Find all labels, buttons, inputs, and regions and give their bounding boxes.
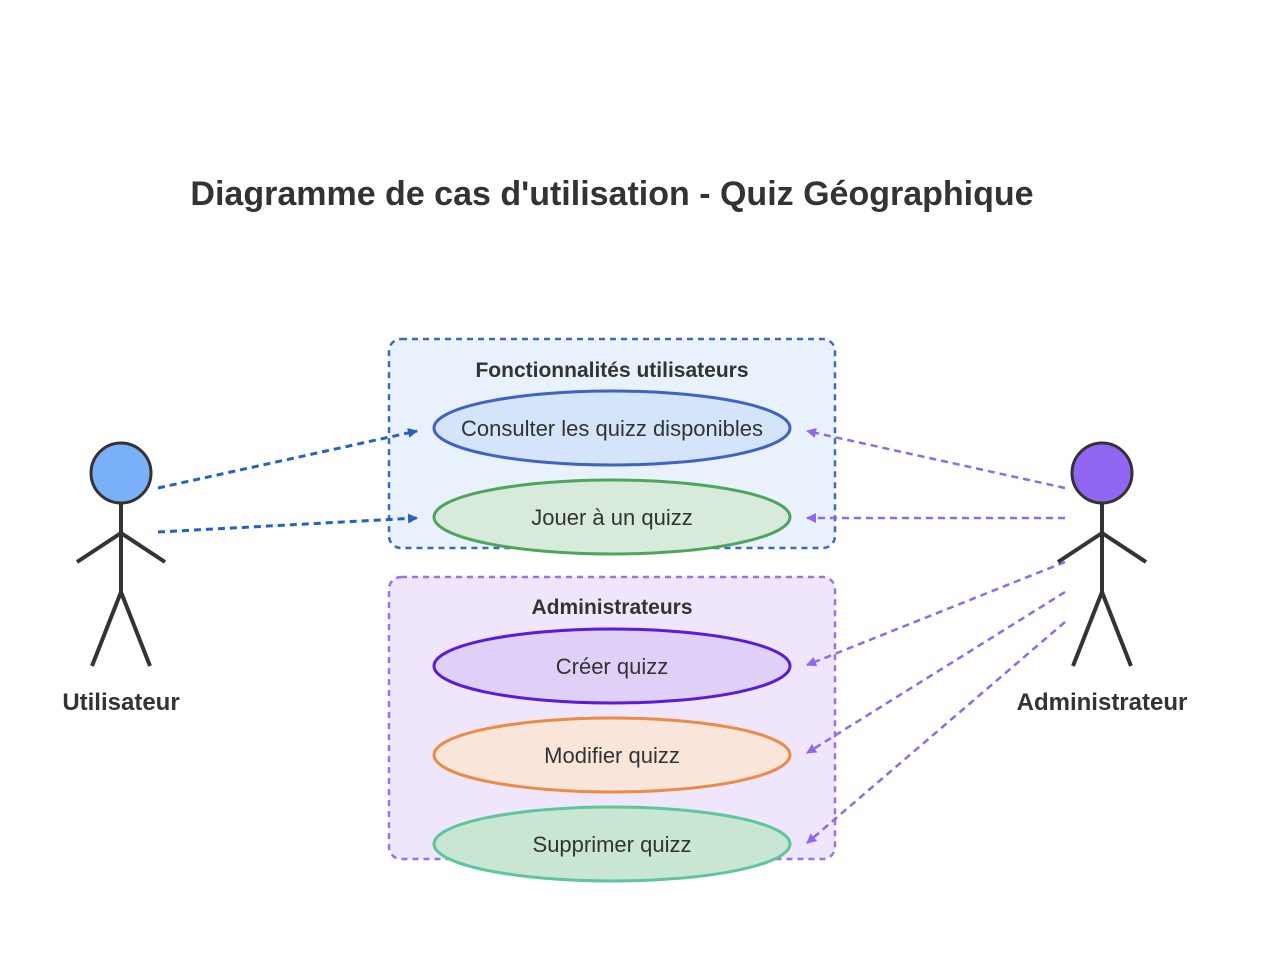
group-administrators-title: Administrateurs: [531, 596, 692, 619]
actor-utilisateur-label: Utilisateur: [62, 689, 179, 716]
link-admin-modifier: [806, 590, 1066, 755]
actor-administrateur-leg-left: [1071, 591, 1104, 667]
use-case-modifier-label: Modifier quizz: [544, 743, 680, 768]
use-case-jouer-label: Jouer à un quizz: [531, 505, 692, 530]
actor-utilisateur-leg-right: [119, 591, 152, 667]
use-case-supprimer-shape: [432, 805, 792, 883]
link-admin-creer: [806, 560, 1066, 667]
use-case-jouer-shape: [432, 478, 792, 556]
actor-utilisateur[interactable]: Utilisateur: [62, 441, 180, 716]
use-case-creer[interactable]: Créer quizz: [432, 627, 792, 705]
use-case-creer-label: Créer quizz: [556, 654, 668, 679]
actor-administrateur-arm-left: [1056, 531, 1104, 564]
use-case-jouer[interactable]: Jouer à un quizz: [432, 478, 792, 556]
use-case-consulter-label: Consulter les quizz disponibles: [461, 416, 763, 441]
actor-utilisateur-head: [89, 441, 153, 505]
actor-administrateur-leg-right: [1100, 591, 1133, 667]
actor-administrateur-label: Administrateur: [1017, 689, 1188, 716]
use-case-supprimer-label: Supprimer quizz: [533, 832, 692, 857]
use-case-creer-shape: [432, 627, 792, 705]
group-user-features-title: Fonctionnalités utilisateurs: [475, 359, 748, 382]
actor-administrateur-head: [1070, 441, 1134, 505]
actor-utilisateur-arm-left: [75, 531, 123, 564]
use-case-modifier-shape: [432, 716, 792, 794]
use-case-modifier[interactable]: Modifier quizz: [432, 716, 792, 794]
link-user-jouer: [157, 513, 418, 534]
use-case-supprimer[interactable]: Supprimer quizz: [432, 805, 792, 883]
actor-utilisateur-arm-right: [119, 531, 167, 564]
link-admin-supprimer: [806, 621, 1066, 844]
actor-administrateur[interactable]: Administrateur: [1017, 441, 1188, 716]
actor-utilisateur-leg-left: [90, 591, 123, 667]
link-user-consulter: [157, 428, 418, 490]
use-case-consulter-shape: [432, 389, 792, 467]
actor-administrateur-arm-right: [1100, 531, 1148, 564]
diagram-title: Diagramme de cas d'utilisation - Quiz Gé…: [190, 175, 1033, 213]
use-case-consulter[interactable]: Consulter les quizz disponibles: [432, 389, 792, 467]
link-admin-consulter: [806, 428, 1066, 490]
